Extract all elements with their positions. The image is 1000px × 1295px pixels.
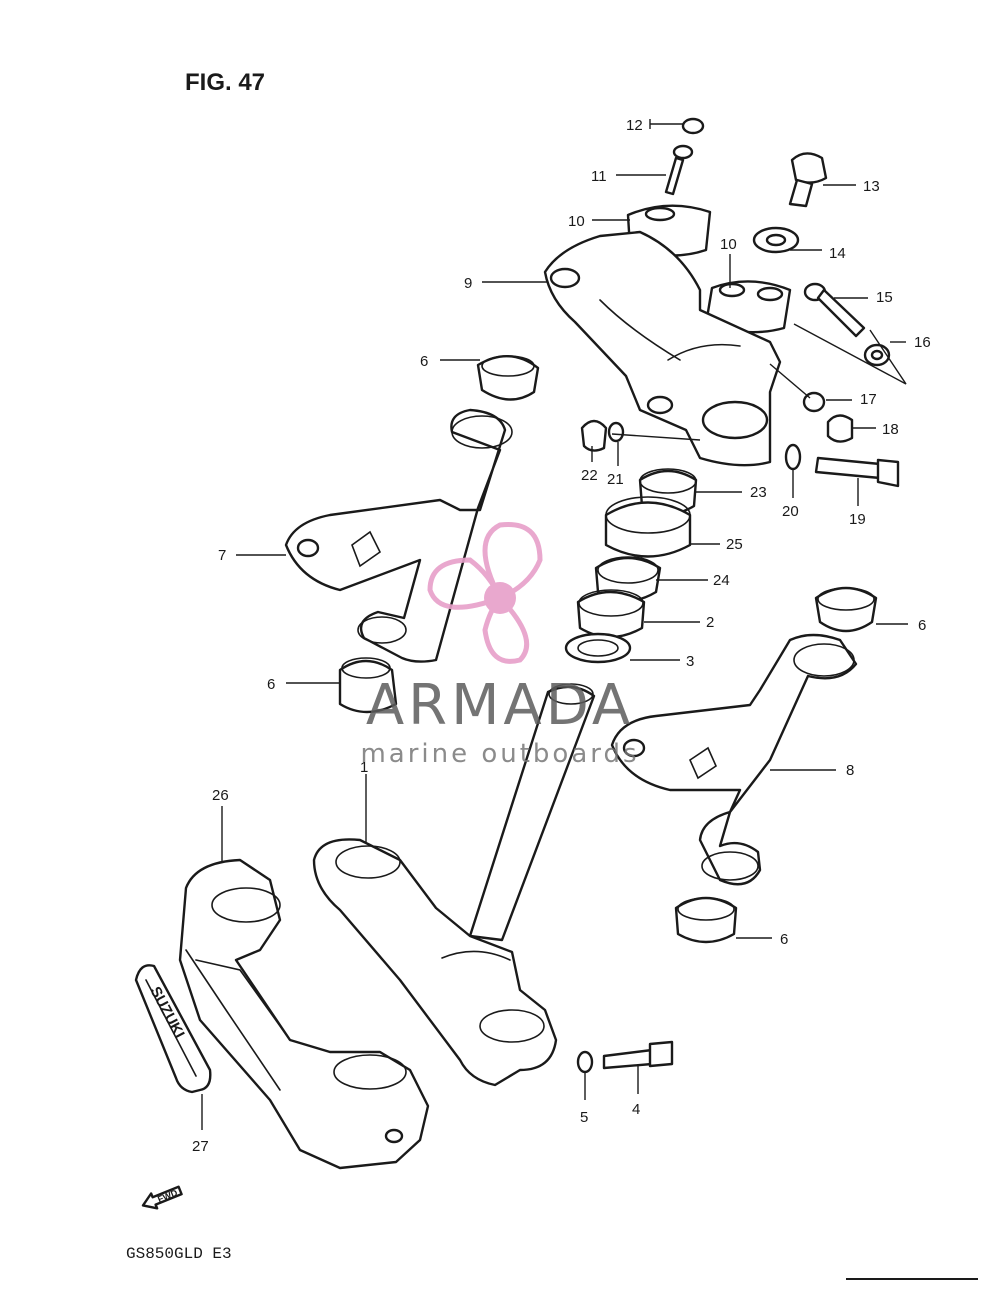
- callout-18: 18: [882, 421, 899, 438]
- part-6-plug-upper-right: [814, 586, 878, 633]
- callout-10-right: 10: [720, 236, 737, 253]
- callout-1: 1: [360, 759, 368, 776]
- part-21-lock-washer: [607, 421, 625, 443]
- callout-25: 25: [726, 536, 743, 553]
- part-10-holder-right: [704, 280, 792, 334]
- watermark-brand: ARMADA: [366, 673, 634, 738]
- part-6-plug-upper-left: [476, 355, 540, 401]
- part-1-steering-stem: [312, 683, 596, 1087]
- part-18-cap-nut: [826, 414, 854, 443]
- callout-20: 20: [782, 503, 799, 520]
- callout-3: 3: [686, 653, 694, 670]
- callout-22: 22: [581, 467, 598, 484]
- part-11-bolt: [664, 144, 694, 196]
- callout-2: 2: [706, 614, 714, 631]
- part-3-race: [564, 632, 632, 664]
- callout-6-upper-left: 6: [420, 353, 428, 370]
- callout-9: 9: [464, 275, 472, 292]
- callout-12: 12: [626, 117, 643, 134]
- callout-8: 8: [846, 762, 854, 779]
- part-4-bolt: [602, 1040, 674, 1070]
- callout-27: 27: [192, 1138, 209, 1155]
- part-12-cap: [681, 117, 705, 135]
- part-22-cap-nut: [580, 419, 608, 452]
- part-20-washer: [784, 443, 802, 471]
- callout-11: 11: [591, 168, 607, 185]
- part-16-washer: [863, 343, 891, 367]
- figure-title: FIG. 47: [185, 69, 265, 96]
- callout-6-lower-right: 6: [780, 931, 788, 948]
- callout-labels: 12 11 13 10 10 14 9 15 16 6 17 18 22 21 …: [192, 117, 931, 1155]
- part-6-plug-lower-right: [674, 896, 738, 944]
- callout-10-left: 10: [568, 213, 585, 230]
- callout-15: 15: [876, 289, 893, 306]
- armada-watermark: ARMADA marine outboards: [360, 521, 639, 769]
- leader-lines: [201, 119, 908, 1130]
- part-9-upper-bracket: [543, 230, 782, 467]
- part-2-bearing: [576, 589, 646, 639]
- part-7-headlight-bracket-left: [284, 408, 513, 663]
- callout-6-mid-left: 6: [267, 676, 275, 693]
- part-13-bolt: [788, 152, 828, 208]
- callout-23: 23: [750, 484, 767, 501]
- watermark-tagline: marine outboards: [360, 739, 639, 769]
- callout-7: 7: [218, 547, 226, 564]
- callout-4: 4: [632, 1101, 640, 1118]
- part-8-headlight-bracket-right: [610, 633, 858, 886]
- part-19-bolt: [814, 456, 900, 488]
- part-14-washer: [752, 226, 800, 254]
- part-26-lower-cover: [178, 858, 430, 1170]
- propeller-logo: [427, 521, 543, 664]
- callout-17: 17: [860, 391, 877, 408]
- callout-14: 14: [829, 245, 846, 262]
- fwd-label: FWD: [156, 1187, 179, 1204]
- callout-5: 5: [580, 1109, 588, 1126]
- callout-24: 24: [713, 572, 730, 589]
- part-5-washer: [576, 1050, 594, 1074]
- part-6-plug-mid-left: [338, 657, 398, 714]
- callout-16: 16: [914, 334, 931, 351]
- part-25-washer: [604, 496, 692, 558]
- callout-6-upper-right: 6: [918, 617, 926, 634]
- callout-13: 13: [863, 178, 880, 195]
- model-code: GS850GLD E3: [126, 1245, 232, 1263]
- forward-direction-arrow: FWD: [141, 1185, 183, 1210]
- callout-21: 21: [607, 471, 624, 488]
- callout-26: 26: [212, 787, 229, 804]
- part-15-bolt: [803, 282, 866, 338]
- callout-19: 19: [849, 511, 866, 528]
